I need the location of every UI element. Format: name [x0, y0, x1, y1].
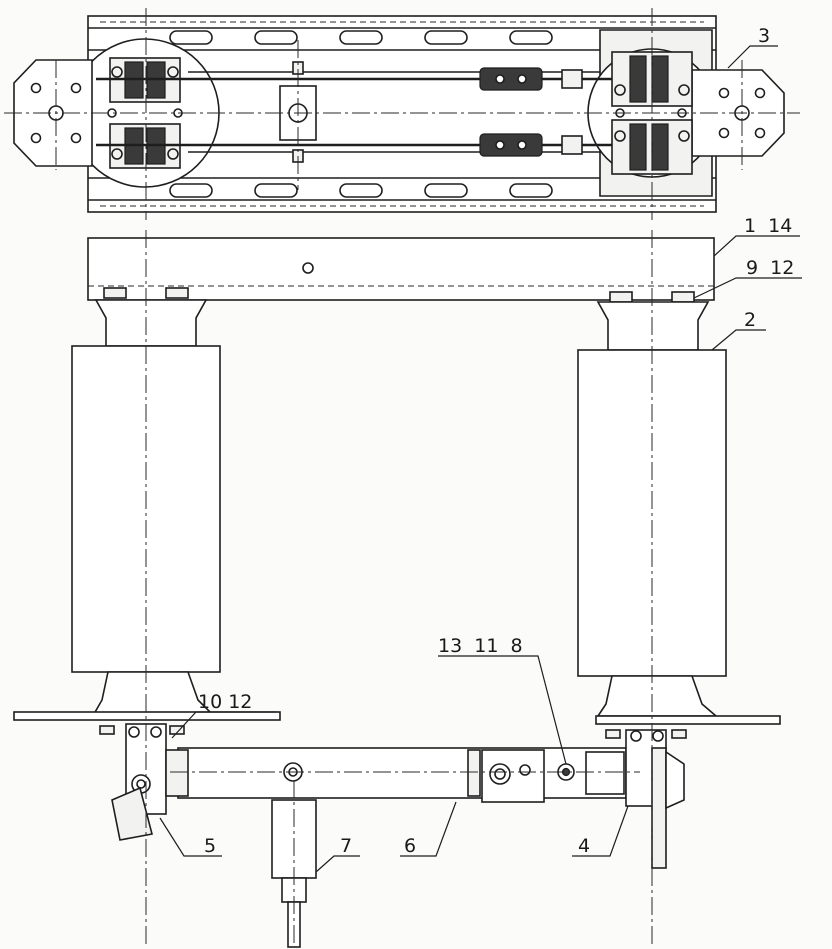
label-7: 7	[340, 835, 352, 857]
flange-slots	[169, 30, 553, 198]
label-13-11-8: 13 11 8	[438, 635, 523, 657]
label-5: 5	[204, 835, 216, 857]
label-3: 3	[758, 25, 770, 47]
label-9-12: 9 12	[746, 257, 794, 279]
base-frame	[87, 237, 715, 303]
right-fixed-contact	[605, 729, 687, 869]
left-insulator	[13, 299, 281, 721]
label-10-12: 10 12	[198, 691, 252, 713]
label-4: 4	[578, 835, 590, 857]
front-view	[13, 8, 781, 948]
label-6: 6	[404, 835, 416, 857]
part-labels: 3 1 14 9 12 2 13 11 8 10 12 5 6 7 4	[198, 25, 794, 857]
conductor-arm	[177, 747, 627, 803]
right-insulator	[577, 301, 781, 725]
turnbuckles	[479, 67, 583, 157]
label-2: 2	[744, 309, 756, 331]
label-1-14: 1 14	[744, 215, 792, 237]
left-contact-head	[99, 723, 189, 841]
leader-lines	[159, 45, 802, 873]
top-view	[4, 15, 800, 213]
